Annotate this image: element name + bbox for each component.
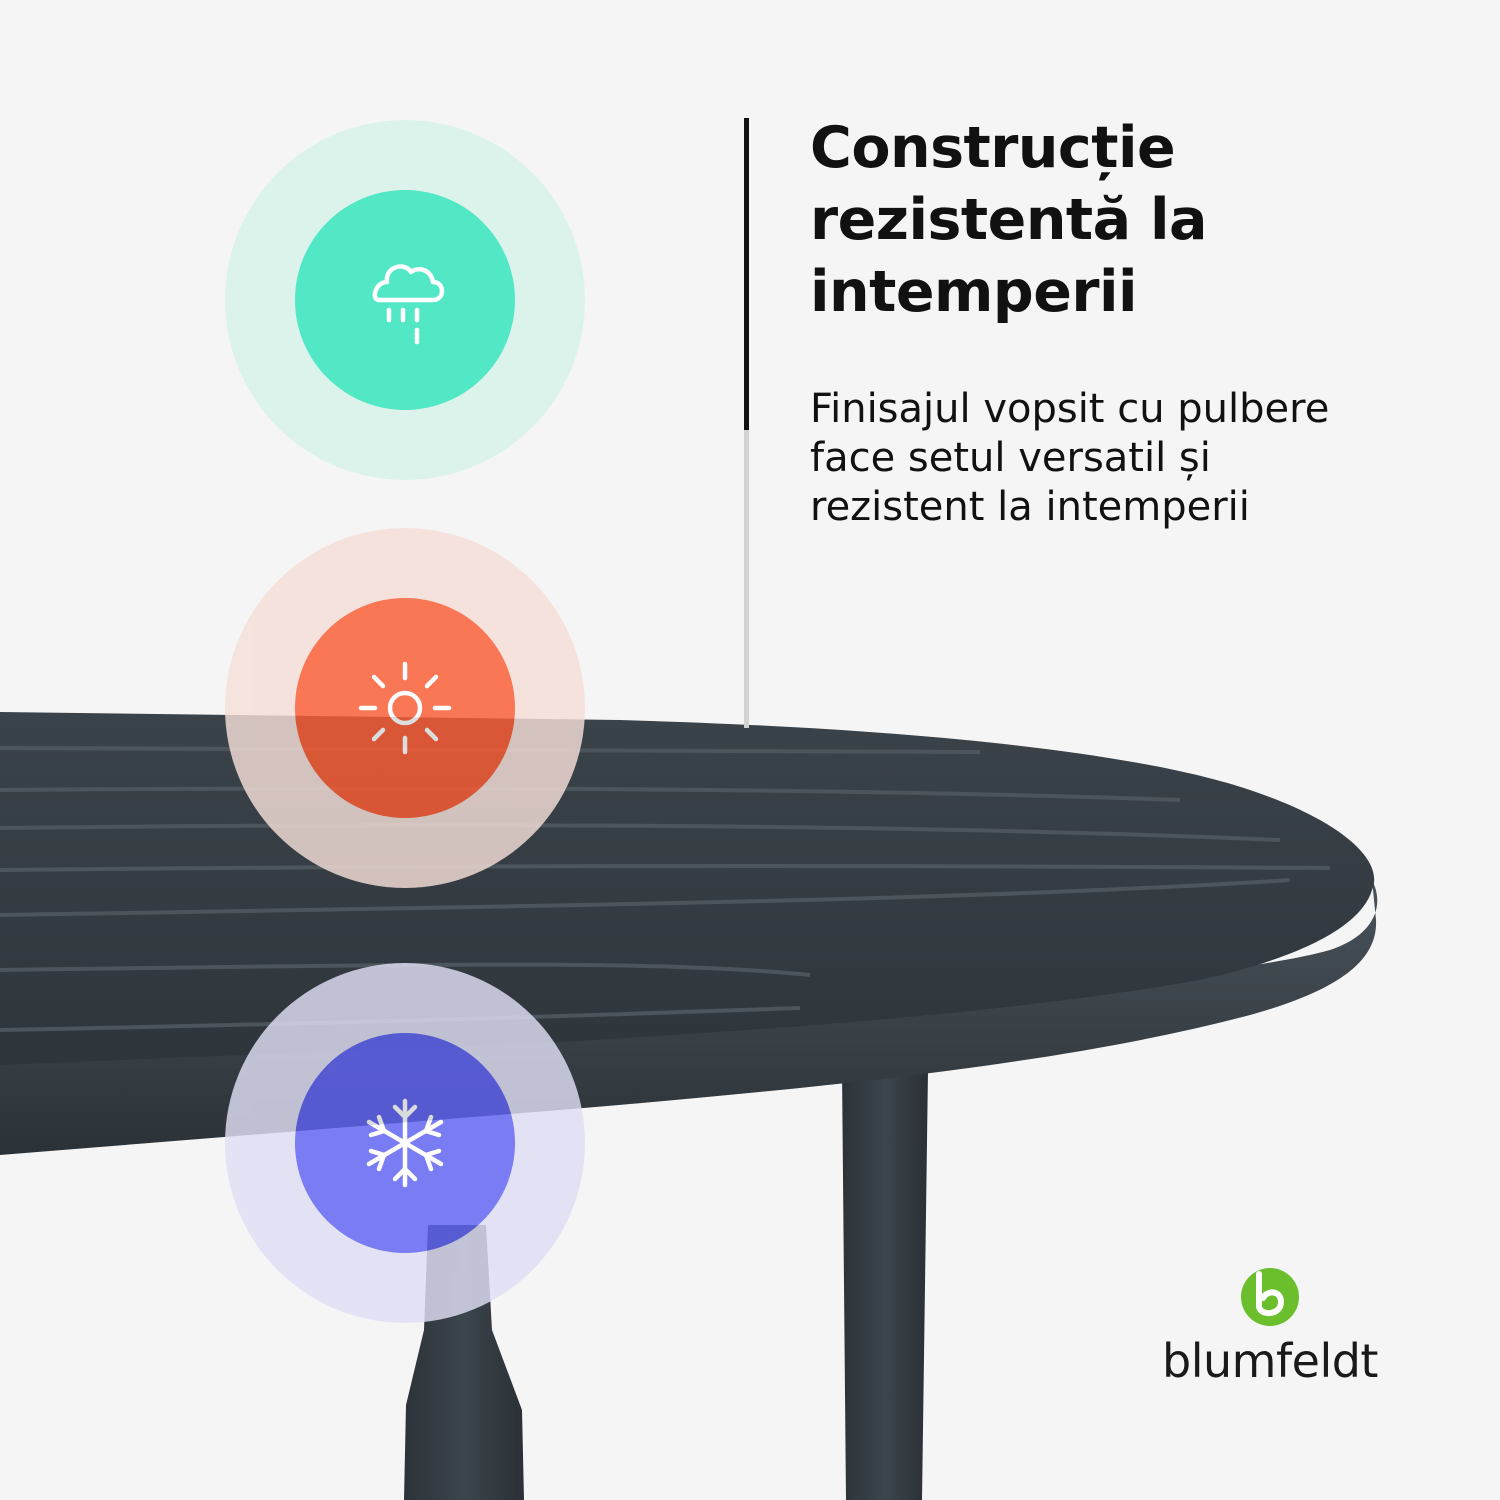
table-slats bbox=[0, 746, 1331, 1032]
rain-cloud-icon bbox=[372, 264, 445, 345]
description-line: rezistent la intemperii bbox=[810, 484, 1250, 530]
snow-badge-circle bbox=[295, 1033, 515, 1253]
frost-resistance-badge bbox=[225, 963, 585, 1323]
sun-icon bbox=[358, 661, 452, 755]
description-line: face setul versatil și bbox=[810, 435, 1211, 481]
divider-line-dark bbox=[744, 118, 749, 430]
sun-badge-circle bbox=[295, 598, 515, 818]
headline-line: rezistentă la bbox=[810, 187, 1207, 253]
rain-badge-circle bbox=[295, 190, 515, 410]
feature-headline: Construcție rezistentă la intemperii bbox=[810, 112, 1450, 328]
feature-description: Finisajul vopsit cu pulbere face setul v… bbox=[810, 385, 1470, 532]
brand-name: blumfeldt bbox=[1162, 1334, 1378, 1388]
headline-line: intemperii bbox=[810, 259, 1138, 325]
headline-line: Construcție bbox=[810, 115, 1176, 181]
sun-resistance-badge bbox=[225, 528, 585, 888]
rain-resistance-badge bbox=[225, 120, 585, 480]
table-leg-right bbox=[842, 1070, 928, 1500]
blumfeldt-logo-icon bbox=[1241, 1268, 1299, 1326]
divider-line-light bbox=[744, 430, 749, 728]
description-line: Finisajul vopsit cu pulbere bbox=[810, 386, 1330, 432]
snowflake-icon bbox=[366, 1098, 444, 1188]
brand-logo: blumfeldt bbox=[1140, 1262, 1400, 1388]
